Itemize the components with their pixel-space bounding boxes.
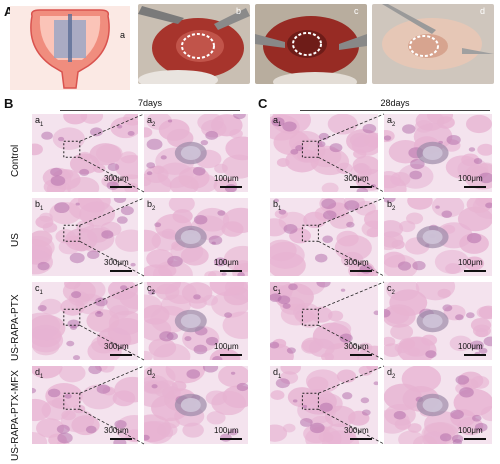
sublabel-subscript: 2 xyxy=(391,289,395,296)
scale-bar-label: 100μm xyxy=(214,174,239,183)
histology-sublabel: b2 xyxy=(387,199,395,212)
scale-bar-label: 300μm xyxy=(104,426,129,435)
surgery-photo-d xyxy=(372,4,494,84)
sublabel-letter: c xyxy=(147,283,152,293)
histology-sublabel: a1 xyxy=(35,115,43,128)
sublabel-subscript: 1 xyxy=(278,373,282,380)
sublabel-letter: a xyxy=(273,115,279,125)
histology-sublabel: d2 xyxy=(387,367,395,380)
panel-c-header-rule xyxy=(300,110,490,111)
row-label-control: Control xyxy=(10,144,21,178)
sublabel-subscript: 2 xyxy=(392,373,396,380)
scale-bar-label: 300μm xyxy=(344,258,369,267)
sublabel-letter: b xyxy=(273,199,279,209)
sublabel-subscript: 2 xyxy=(392,205,396,212)
bladder-illustration xyxy=(10,6,130,90)
scale-bar-label: 100μm xyxy=(458,258,483,267)
panel-a-sublabel-a: a xyxy=(120,30,126,40)
sublabel-letter: c xyxy=(387,283,392,293)
scale-bar-label: 300μm xyxy=(344,426,369,435)
histology-sublabel: b1 xyxy=(35,199,43,212)
row-label-us-rapa-ptx-mfx: US-RAPA-PTX-MFX xyxy=(10,370,21,462)
row-label-us: US xyxy=(10,233,21,247)
scale-bar-label: 300μm xyxy=(344,342,369,351)
panel-b-header: 7days xyxy=(137,98,163,108)
scale-bar-label: 300μm xyxy=(104,342,129,351)
sublabel-subscript: 1 xyxy=(277,289,281,296)
sublabel-subscript: 2 xyxy=(151,289,155,296)
sublabel-subscript: 1 xyxy=(40,121,44,128)
histology-sublabel: c1 xyxy=(35,283,43,296)
sublabel-letter: b xyxy=(147,199,153,209)
sublabel-letter: a xyxy=(35,115,41,125)
sublabel-letter: c xyxy=(273,283,278,293)
sublabel-letter: a xyxy=(387,115,393,125)
histology-sublabel: d2 xyxy=(147,367,155,380)
row-label-us-rapa-ptx: US-RAPA-PTX xyxy=(10,294,21,362)
scale-bar-label: 100μm xyxy=(214,342,239,351)
surgery-photo-b xyxy=(138,4,250,84)
panel-letter-b: B xyxy=(4,96,14,111)
scale-bar-label: 300μm xyxy=(344,174,369,183)
sublabel-subscript: 2 xyxy=(152,373,156,380)
histology-sublabel: b2 xyxy=(147,199,155,212)
histology-tile-b-d2 xyxy=(144,366,248,444)
histology-sublabel: c2 xyxy=(387,283,395,296)
histology-sublabel: a2 xyxy=(387,115,395,128)
surgery-photo-c xyxy=(255,4,367,84)
histology-tile-b-b2 xyxy=(144,198,248,276)
panel-c-header: 28days xyxy=(380,98,410,108)
sublabel-letter: d xyxy=(387,367,393,377)
sublabel-subscript: 2 xyxy=(152,121,156,128)
scale-bar-label: 100μm xyxy=(458,174,483,183)
histology-sublabel: b1 xyxy=(273,199,281,212)
histology-tile-c-c2 xyxy=(384,282,492,360)
histology-tile-c-d2 xyxy=(384,366,492,444)
scale-bar-label: 300μm xyxy=(104,174,129,183)
panel-a-sublabel-b: b xyxy=(236,6,242,16)
histology-sublabel: c2 xyxy=(147,283,155,296)
scale-bar-label: 100μm xyxy=(458,342,483,351)
histology-sublabel: d1 xyxy=(273,367,281,380)
panel-letter-a: A xyxy=(4,4,14,19)
panel-b-header-rule xyxy=(60,110,240,111)
histology-sublabel: c1 xyxy=(273,283,281,296)
panel-letter-c: C xyxy=(258,96,268,111)
histology-tile-c-a2 xyxy=(384,114,492,192)
sublabel-letter: d xyxy=(273,367,279,377)
histology-tile-c-b2 xyxy=(384,198,492,276)
sublabel-subscript: 2 xyxy=(152,205,156,212)
sublabel-subscript: 2 xyxy=(392,121,396,128)
histology-sublabel: a2 xyxy=(147,115,155,128)
sublabel-letter: c xyxy=(35,283,40,293)
sublabel-letter: a xyxy=(147,115,153,125)
sublabel-letter: d xyxy=(147,367,153,377)
sublabel-letter: b xyxy=(35,199,41,209)
sublabel-subscript: 1 xyxy=(278,205,282,212)
panel-a-sublabel-d: d xyxy=(480,6,486,16)
scale-bar-label: 100μm xyxy=(214,426,239,435)
scale-bar-label: 100μm xyxy=(458,426,483,435)
sublabel-subscript: 1 xyxy=(39,289,43,296)
histology-sublabel: a1 xyxy=(273,115,281,128)
histology-tile-b-a2 xyxy=(144,114,248,192)
sublabel-letter: b xyxy=(387,199,393,209)
histology-tile-b-c2 xyxy=(144,282,248,360)
scale-bar-label: 300μm xyxy=(104,258,129,267)
histology-sublabel: d1 xyxy=(35,367,43,380)
sublabel-subscript: 1 xyxy=(40,373,44,380)
sublabel-subscript: 1 xyxy=(40,205,44,212)
scale-bar-label: 100μm xyxy=(214,258,239,267)
panel-a-sublabel-c: c xyxy=(354,6,359,16)
sublabel-letter: d xyxy=(35,367,41,377)
sublabel-subscript: 1 xyxy=(278,121,282,128)
